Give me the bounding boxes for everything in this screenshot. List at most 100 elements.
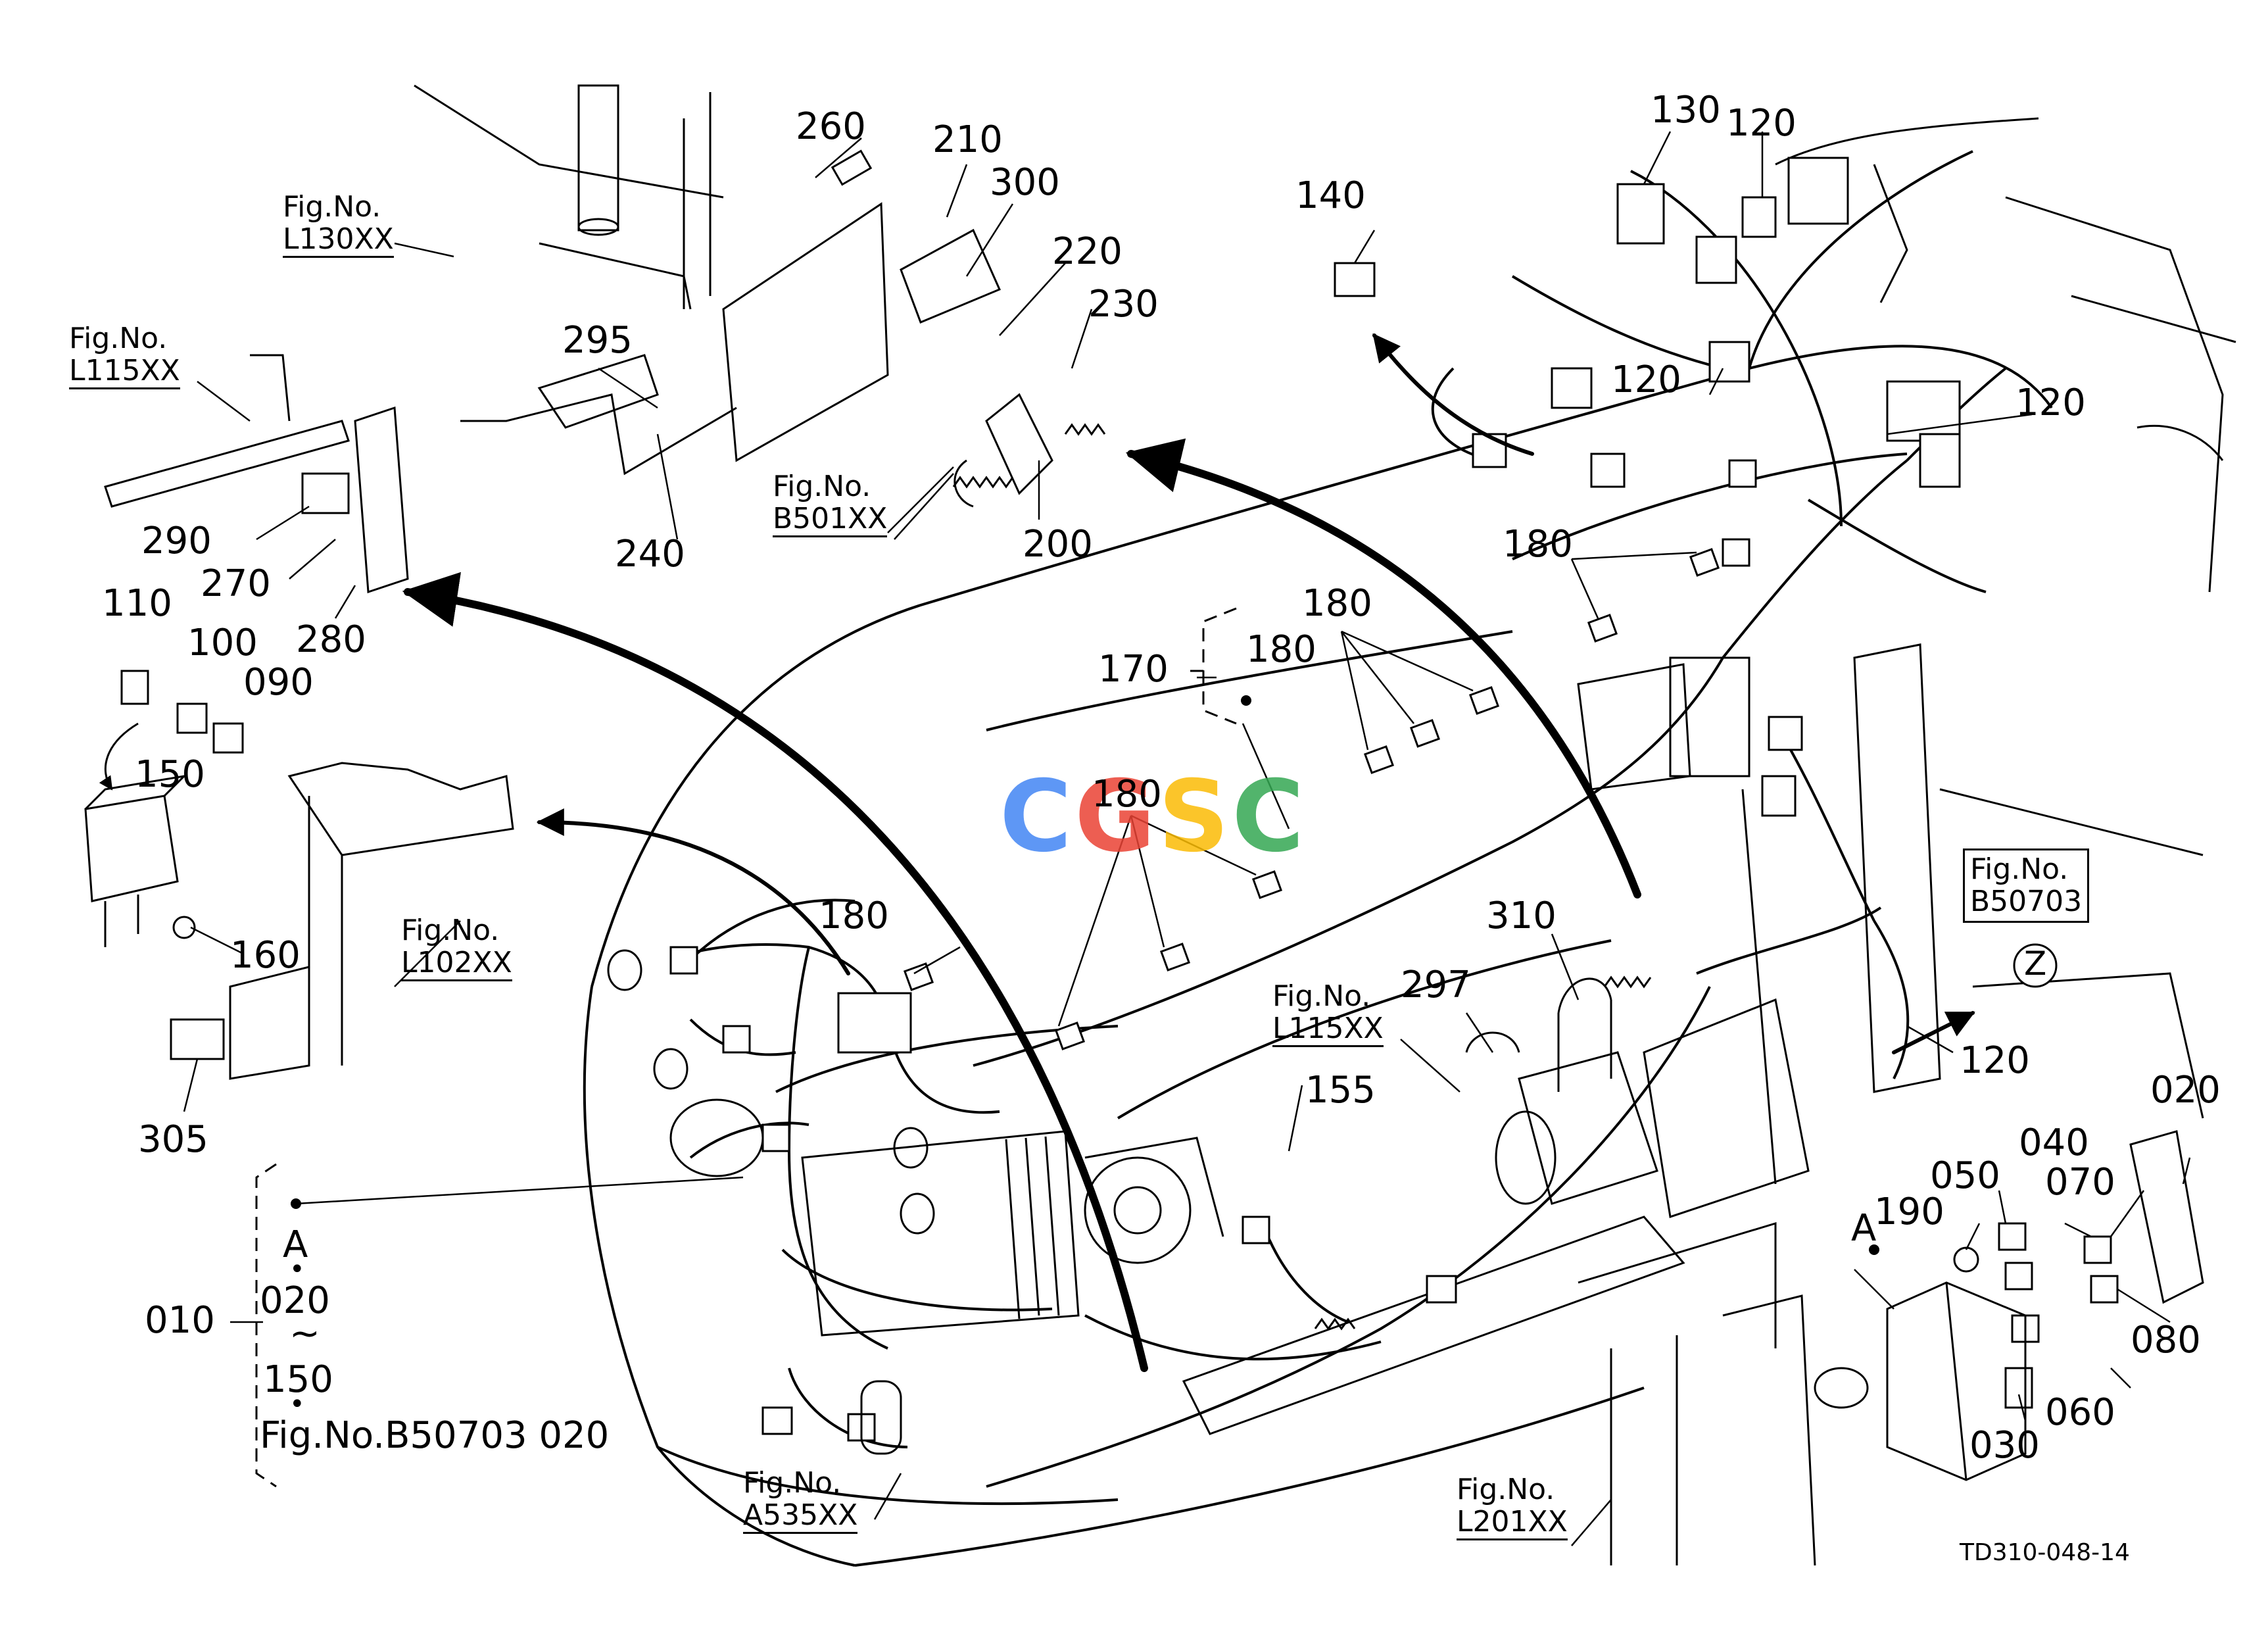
- group-list-from: 020: [260, 1279, 330, 1322]
- callout-arrows: [402, 438, 1641, 1372]
- group-list-note: Fig.No.B50703 020: [260, 1414, 610, 1457]
- callout-060: 060: [2045, 1391, 2115, 1434]
- callout-110: 110: [102, 582, 172, 625]
- group-list-tilde: ~: [289, 1312, 320, 1355]
- callout-260: 260: [796, 105, 866, 148]
- fig-ref-l102-code: L102XX: [401, 946, 512, 981]
- callout-290: 290: [141, 520, 212, 562]
- fig-ref-l201-label: Fig.No.: [1457, 1473, 1555, 1506]
- callout-120-a: 120: [1726, 102, 1797, 145]
- headlight-bulbs: [607, 949, 935, 1455]
- callout-180-a: 180: [1503, 523, 1573, 566]
- fig-ref-l201-code: L201XX: [1457, 1506, 1568, 1540]
- zone-marker-z: Z: [2024, 945, 2047, 983]
- fig-ref-l115-mid-code: L115XX: [1272, 1012, 1384, 1047]
- fig-ref-a535-code: A535XX: [743, 1499, 858, 1534]
- callout-220: 220: [1052, 230, 1122, 273]
- callout-120-c: 120: [2015, 381, 2086, 424]
- group-list-dot-2: •: [289, 1389, 305, 1419]
- relay-150: [84, 670, 244, 947]
- callout-190: 190: [1874, 1191, 1944, 1233]
- callout-020: 020: [2150, 1069, 2221, 1112]
- callout-070: 070: [2045, 1161, 2115, 1204]
- callout-300: 300: [990, 161, 1060, 204]
- fig-ref-l115-left-label: Fig.No.: [69, 322, 168, 355]
- callout-180-b: 180: [1302, 582, 1372, 625]
- callout-310: 310: [1486, 895, 1556, 937]
- tractor-hood-outline: [583, 150, 2053, 1567]
- callout-210: 210: [932, 118, 1003, 161]
- starter-motor: [1495, 1051, 1658, 1205]
- solenoid-springs: [952, 423, 1652, 1331]
- group-list-a: A: [283, 1223, 308, 1266]
- callout-180-d: 180: [1092, 773, 1162, 816]
- group-brackets: [255, 607, 1237, 1488]
- callout-030: 030: [1969, 1424, 2040, 1467]
- callout-180-c: 180: [1246, 628, 1316, 671]
- dot-markers: [291, 695, 1879, 1255]
- callout-155: 155: [1305, 1069, 1376, 1112]
- callout-010: 010: [145, 1299, 215, 1342]
- callout-240: 240: [615, 533, 685, 576]
- watermark-logo: CGSC: [1000, 760, 1307, 874]
- view-marker-a: A: [1851, 1207, 1877, 1250]
- figure-code: TD310-048-14: [1960, 1539, 2130, 1566]
- relay-mounting-plate: [460, 149, 1053, 508]
- fig-ref-b501-label: Fig.No.: [773, 470, 871, 503]
- watermark-letter-2: G: [1074, 760, 1159, 874]
- fig-ref-a535: Fig.No. A535XX: [743, 1466, 858, 1534]
- callout-180-e: 180: [819, 895, 889, 937]
- watermark-letter-1: C: [1000, 760, 1075, 874]
- group-list-dot: •: [289, 1254, 305, 1285]
- callout-280: 280: [296, 618, 366, 661]
- rear-frame-lower: [1722, 1294, 1869, 1566]
- fig-ref-l102: Fig.No. L102XX: [401, 914, 512, 981]
- zone-marker-circle: [2013, 943, 2058, 988]
- fig-ref-a535-label: Fig.No.: [743, 1466, 842, 1500]
- fig-ref-l130: Fig.No. L130XX: [283, 191, 394, 258]
- steering-column-area: [1577, 117, 2236, 1185]
- callout-200: 200: [1023, 523, 1093, 566]
- thin-arrows: [536, 333, 1975, 1054]
- callout-305: 305: [138, 1118, 208, 1161]
- fig-ref-l130-code: L130XX: [283, 223, 394, 258]
- battery-bracket-frame: [414, 84, 724, 310]
- callout-120-d: 120: [1960, 1039, 2030, 1082]
- callout-150: 150: [135, 753, 205, 796]
- fig-ref-b501: Fig.No. B501XX: [773, 470, 888, 537]
- callout-140: 140: [1295, 174, 1366, 217]
- group-list-to: 150: [263, 1358, 333, 1401]
- callout-080: 080: [2131, 1319, 2201, 1362]
- fig-ref-b50703-label: Fig.No.: [1970, 852, 2069, 886]
- left-frame-plate: [170, 762, 514, 1080]
- callout-050: 050: [1930, 1154, 2000, 1197]
- fig-ref-l115-left-code: L115XX: [69, 355, 180, 389]
- callout-090: 090: [243, 661, 314, 704]
- fig-ref-l115-mid-label: Fig.No.: [1272, 979, 1371, 1013]
- callout-160: 160: [230, 934, 301, 977]
- callout-270: 270: [201, 562, 271, 605]
- fig-ref-b50703: Fig.No. B50703: [1963, 848, 2090, 923]
- callout-100: 100: [187, 622, 258, 664]
- fig-ref-l102-label: Fig.No.: [401, 914, 500, 947]
- fig-ref-b501-code: B501XX: [773, 503, 888, 537]
- leader-lines: [183, 131, 2191, 1546]
- harness-clamps-180: [903, 548, 1720, 1050]
- alternator-155: [1084, 1137, 1224, 1264]
- fig-ref-l201: Fig.No. L201XX: [1457, 1473, 1568, 1540]
- fig-ref-l130-label: Fig.No.: [283, 190, 381, 224]
- connector-cluster: [669, 157, 1961, 1442]
- callout-040: 040: [2019, 1121, 2089, 1164]
- exhaust-guard-rail: [1182, 998, 1810, 1565]
- fig-ref-l115-mid: Fig.No. L115XX: [1272, 980, 1384, 1047]
- watermark-letter-3: S: [1158, 760, 1232, 874]
- callout-170: 170: [1098, 648, 1169, 691]
- watermark-letter-4: C: [1232, 760, 1307, 874]
- callout-130: 130: [1651, 89, 1721, 132]
- fig-ref-l115-left: Fig.No. L115XX: [69, 322, 180, 389]
- callout-230: 230: [1088, 283, 1159, 326]
- callout-295: 295: [562, 319, 633, 362]
- callout-120-b: 120: [1611, 358, 1681, 401]
- callout-297: 297: [1401, 964, 1471, 1006]
